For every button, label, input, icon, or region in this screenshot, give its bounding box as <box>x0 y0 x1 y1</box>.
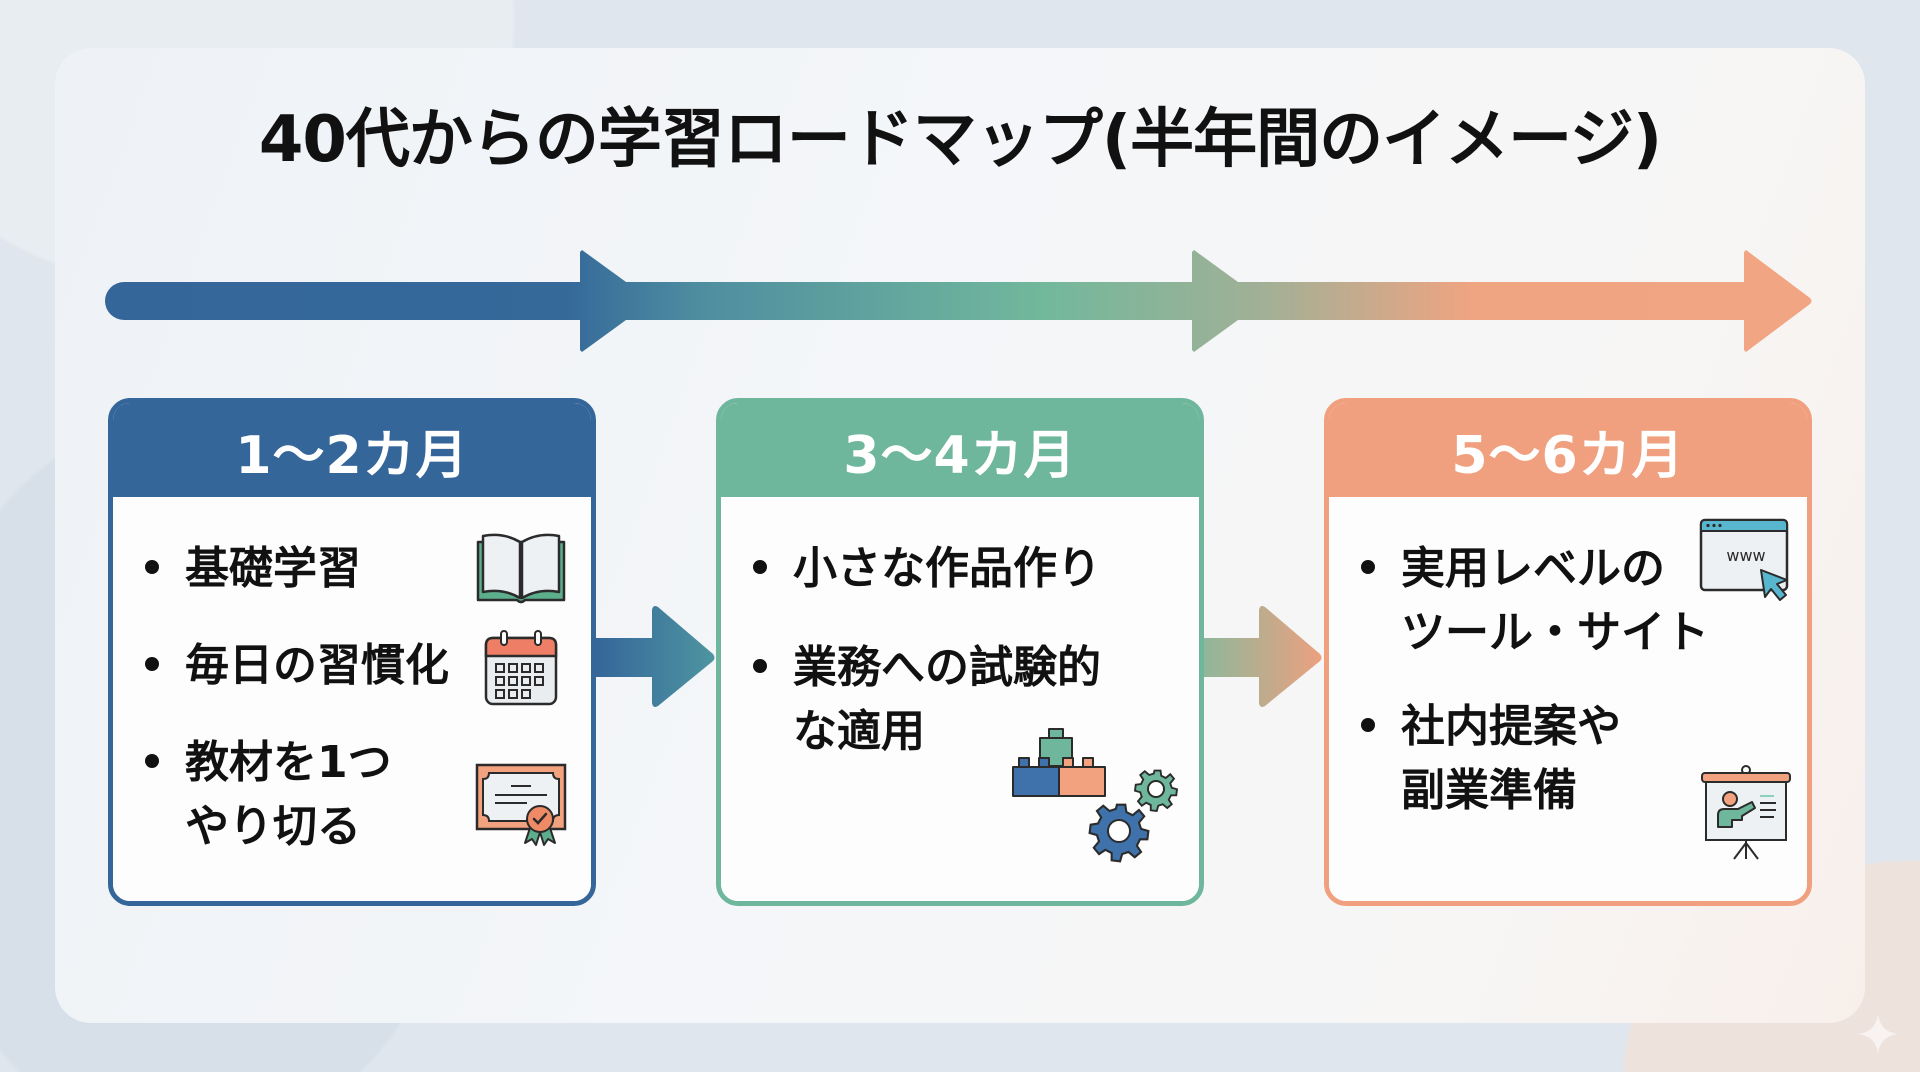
phase-card-2: 3〜4カ月 小さな作品作り 業務への試験的 な適用 <box>716 398 1204 906</box>
connector-arrow-1 <box>595 606 715 707</box>
bullet-icon <box>1361 560 1375 574</box>
phase-card-header: 3〜4カ月 <box>721 403 1199 497</box>
item-text: 実用レベルの <box>1401 543 1665 594</box>
item-text-continued: な適用 <box>793 706 925 757</box>
timeline-arrowhead-3 <box>1744 250 1812 352</box>
main-timeline-arrow <box>105 250 1812 352</box>
phase-label: 5〜6カ月 <box>1451 425 1685 486</box>
item-text: 小さな作品作り <box>793 543 1101 594</box>
bullet-icon <box>1361 718 1375 732</box>
item-text-continued: やり切る <box>185 801 361 852</box>
page-title: 40代からの学習ロードマップ(半年間のイメージ) <box>258 103 1662 177</box>
browser-www-icon: www <box>1699 518 1789 601</box>
presentation-icon <box>1701 765 1791 860</box>
browser-www-text: www <box>1726 546 1765 565</box>
phase-card-body: 実用レベルの ツール・サイト 社内提案や 副業準備 www <box>1329 497 1807 901</box>
phase-card-header: 1〜2カ月 <box>113 403 591 497</box>
blocks-and-gears-icon <box>1012 728 1179 863</box>
list-item: 小さな作品作り <box>753 537 1101 601</box>
item-text: 基礎学習 <box>185 543 361 594</box>
item-text: 社内提案や <box>1401 701 1621 752</box>
bullet-icon <box>753 659 767 673</box>
bullet-icon <box>753 560 767 574</box>
phase-card-3: 5〜6カ月 実用レベルの ツール・サイト 社内提案や 副業準備 www <box>1324 398 1812 906</box>
open-book-icon <box>476 533 566 604</box>
phase-label: 3〜4カ月 <box>843 425 1077 486</box>
list-item: 教材を1つ やり切る <box>145 731 392 859</box>
phase-card-body: 小さな作品作り 業務への試験的 な適用 <box>721 497 1199 901</box>
calendar-icon <box>484 630 558 706</box>
item-text: 毎日の習慣化 <box>185 640 449 691</box>
large-gear-icon <box>1088 803 1150 863</box>
list-item: 社内提案や 副業準備 <box>1361 695 1621 823</box>
list-item: 基礎学習 <box>145 537 361 601</box>
list-item: 実用レベルの ツール・サイト <box>1361 537 1709 665</box>
small-gear-icon <box>1133 769 1179 813</box>
phase-card-1: 1〜2カ月 基礎学習 毎日の習慣化 教材を1つ やり切る <box>108 398 596 906</box>
bullet-icon <box>145 560 159 574</box>
item-text: 業務への試験的 <box>793 642 1101 693</box>
phase-card-header: 5〜6カ月 <box>1329 403 1807 497</box>
bullet-icon <box>145 754 159 768</box>
item-text: 教材を1つ <box>185 737 392 788</box>
phase-card-body: 基礎学習 毎日の習慣化 教材を1つ やり切る <box>113 497 591 901</box>
phase-label: 1〜2カ月 <box>235 425 469 486</box>
timeline-arrowhead-1 <box>580 250 650 352</box>
list-item: 毎日の習慣化 <box>145 634 449 698</box>
bullet-icon <box>145 657 159 671</box>
item-text-continued: 副業準備 <box>1401 765 1577 816</box>
list-item: 業務への試験的 な適用 <box>753 636 1101 764</box>
connector-arrow-2 <box>1203 606 1322 707</box>
timeline-bar <box>105 282 1765 320</box>
sparkle-icon <box>1858 1014 1898 1054</box>
item-text-continued: ツール・サイト <box>1401 607 1709 658</box>
certificate-icon <box>475 763 567 846</box>
timeline-arrowhead-2 <box>1192 250 1262 352</box>
